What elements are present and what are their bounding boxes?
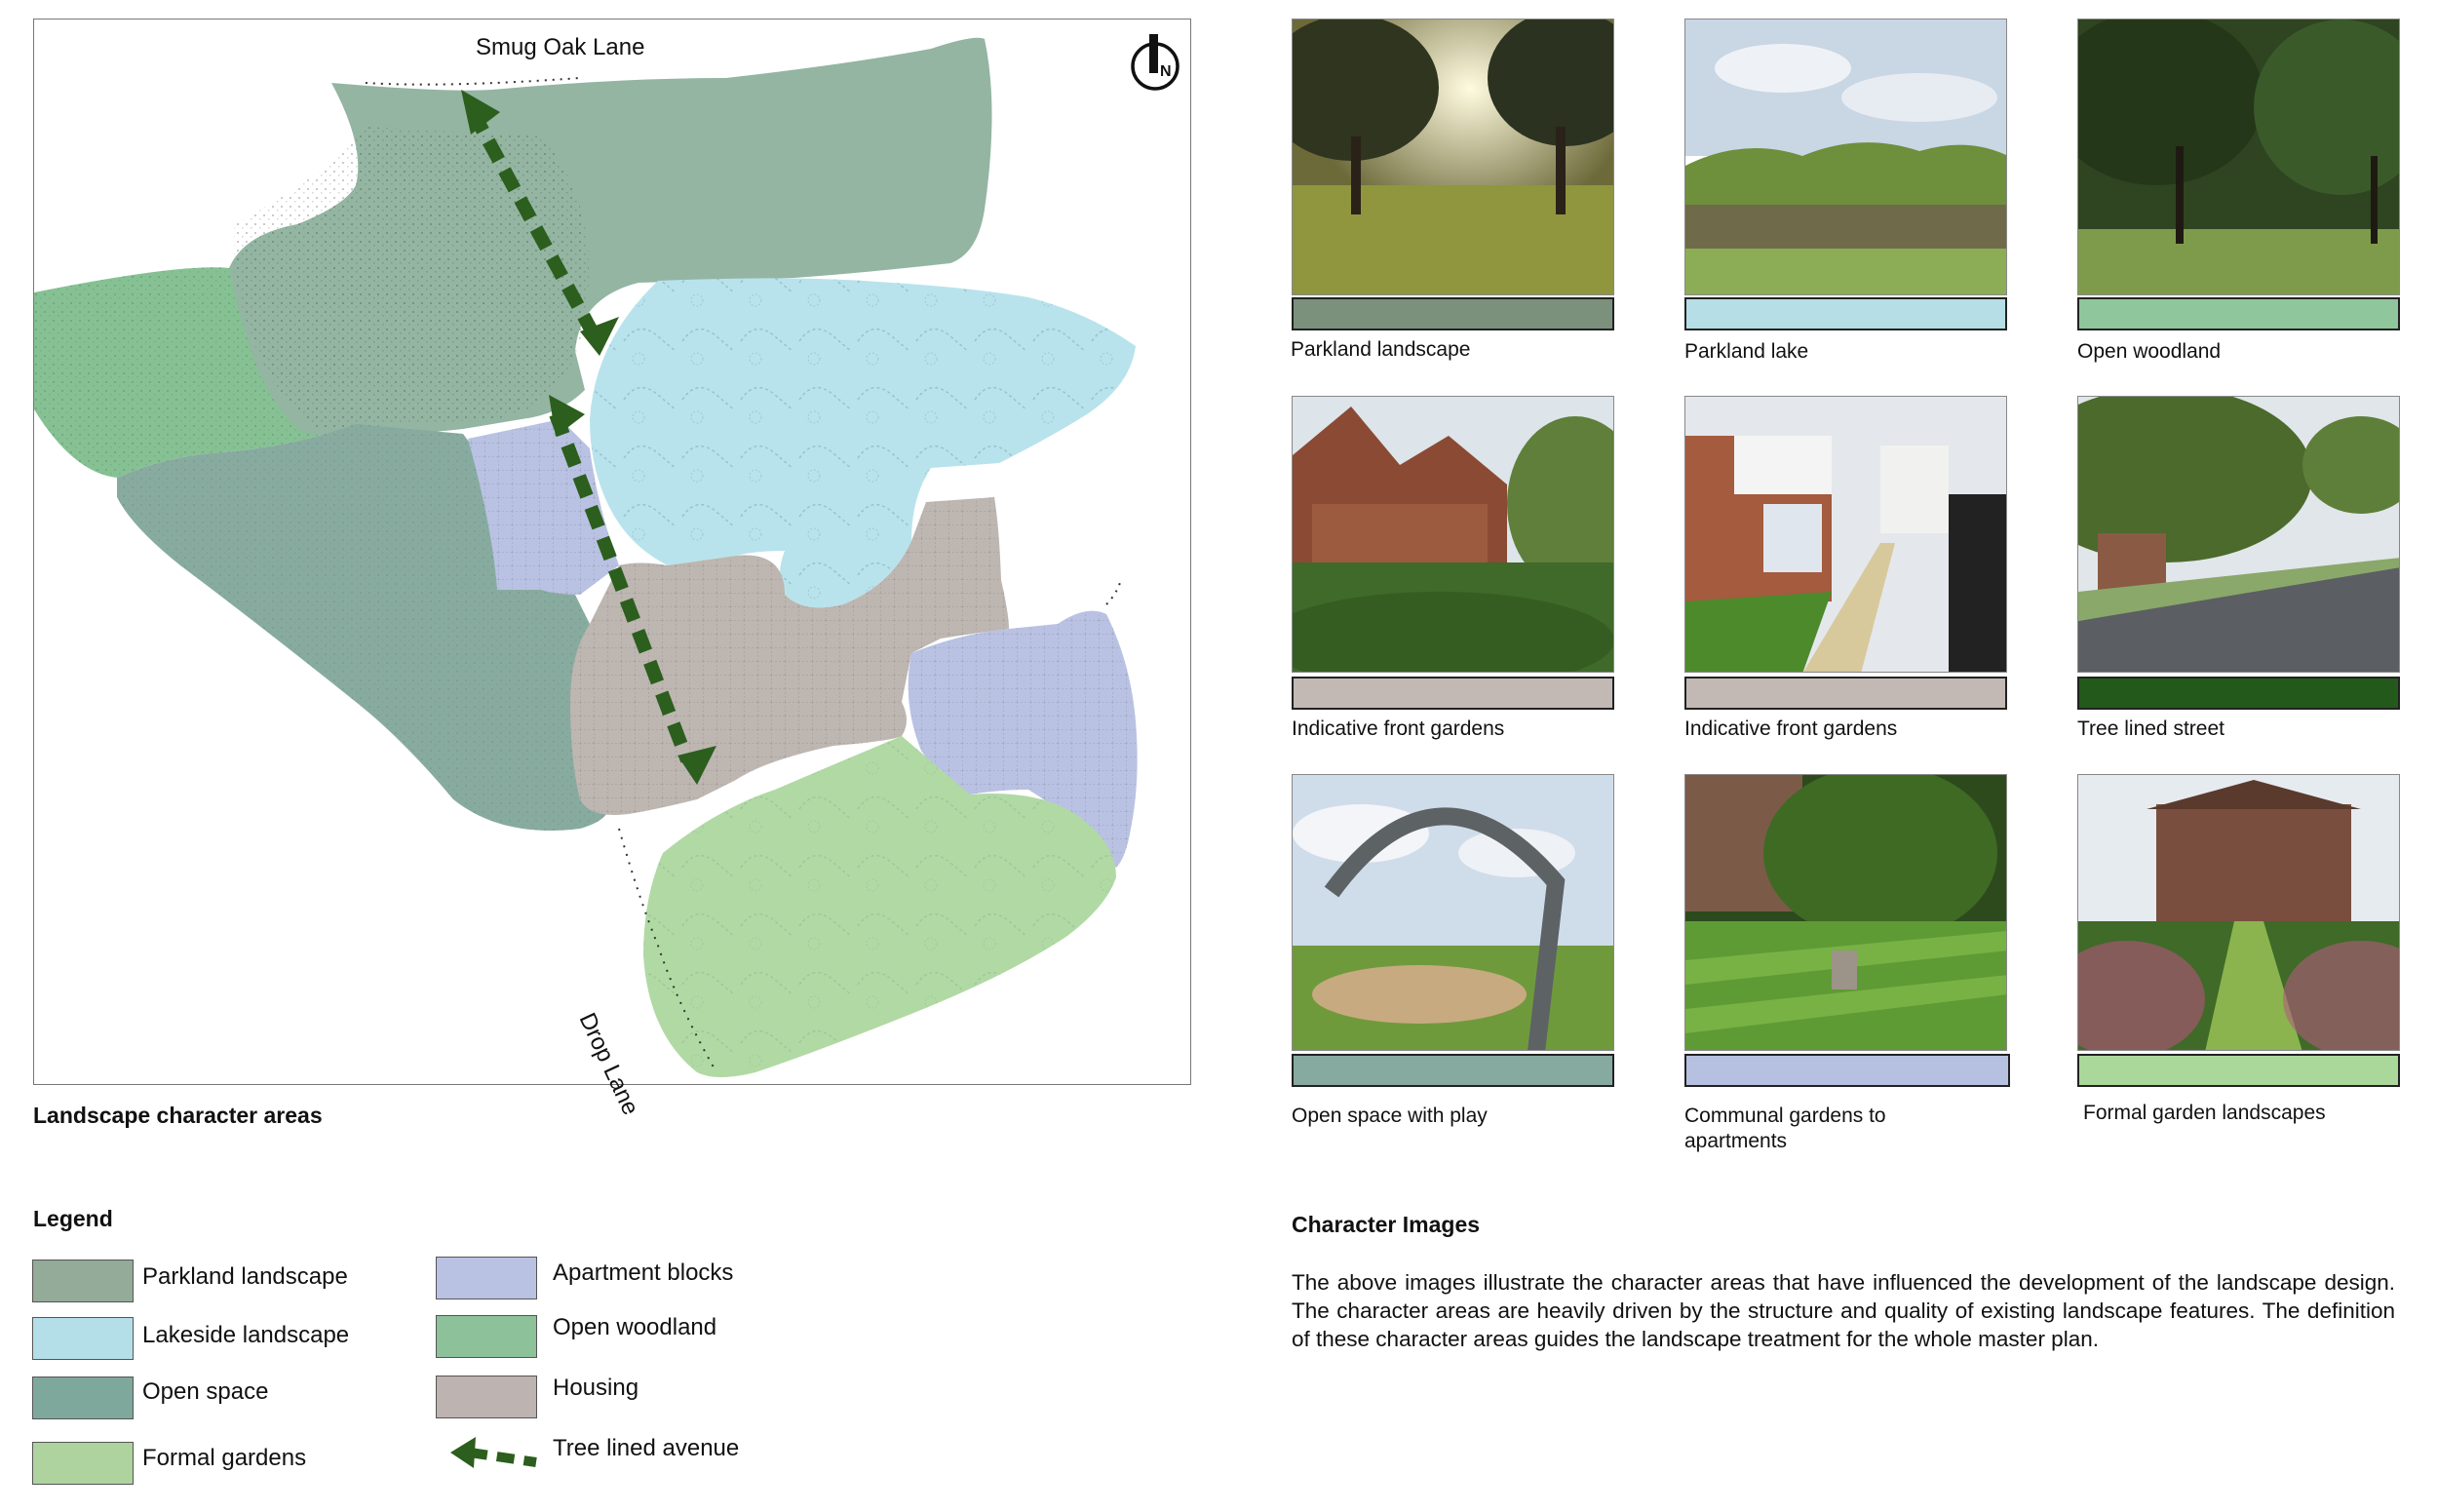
legend-label-apartments: Apartment blocks (553, 1260, 734, 1286)
legend-swatch-lakeside (32, 1317, 134, 1360)
legend-label-housing: Housing (553, 1375, 639, 1401)
photo-caption-front-gardens-1: Indicative front gardens (1292, 717, 1505, 740)
legend-label-avenue: Tree lined avenue (553, 1435, 740, 1461)
legend-swatch-housing (436, 1376, 537, 1418)
character-images-title: Character Images (1292, 1212, 1481, 1237)
dashed-arrow-icon (450, 1437, 537, 1468)
legend-swatch-formal (32, 1442, 134, 1485)
photo-street (2077, 396, 2400, 673)
photo-formal-garden (2077, 774, 2400, 1051)
photo-caption-woodland: Open woodland (2077, 340, 2222, 363)
photo-lake (1684, 19, 2007, 295)
legend-label-lakeside: Lakeside landscape (142, 1322, 350, 1348)
legend-title: Legend (33, 1206, 113, 1231)
color-bar-communal (1684, 1054, 2010, 1087)
color-bar-play (1292, 1054, 1614, 1087)
map-caption: Landscape character areas (33, 1103, 323, 1128)
color-bar-street (2077, 677, 2400, 710)
legend-swatch-apartments (436, 1257, 537, 1299)
color-bar-front-gardens-2 (1684, 677, 2007, 710)
north-letter: N (1160, 63, 1172, 80)
character-area-map: N Smug Oak Lane Drop Lane (33, 19, 1191, 1119)
photo-caption-front-gardens-2: Indicative front gardens (1684, 717, 1898, 740)
photo-caption-play: Open space with play (1292, 1105, 1488, 1127)
legend-swatch-parkland (32, 1260, 134, 1302)
color-bar-parkland (1292, 297, 1614, 330)
legend-label-parkland: Parkland landscape (142, 1263, 348, 1290)
map-drawing: N (34, 34, 1180, 1077)
photo-caption-formal: Formal garden landscapes (2083, 1102, 2326, 1124)
photo-front-path (1684, 396, 2007, 673)
legend-label-formal: Formal gardens (142, 1445, 307, 1471)
photo-parkland (1292, 19, 1614, 295)
legend-swatch-woodland (436, 1315, 537, 1358)
color-bar-woodland (2077, 297, 2400, 330)
photo-woodland (2077, 19, 2400, 295)
character-images-description: The above images illustrate the characte… (1292, 1270, 2395, 1351)
tree-lined-avenue-arrow (461, 90, 716, 785)
color-bar-lake (1684, 297, 2007, 330)
color-bar-formal (2077, 1054, 2400, 1087)
legend-label-open-space: Open space (142, 1378, 269, 1405)
photo-communal-lawn (1684, 774, 2007, 1051)
legend-label-woodland: Open woodland (553, 1314, 717, 1340)
photo-caption-lake: Parkland lake (1684, 340, 1809, 363)
photo-play-area (1292, 774, 1614, 1051)
legend-swatch-open-space (32, 1376, 134, 1419)
photo-caption-parkland: Parkland landscape (1291, 338, 1471, 361)
photo-caption-street: Tree lined street (2077, 717, 2224, 740)
north-arrow-icon: N (1131, 34, 1180, 91)
road-label-north: Smug Oak Lane (476, 34, 645, 60)
photo-caption-communal: Communal gardens to apartments (1684, 1105, 1886, 1152)
photo-front-gardens (1292, 396, 1614, 673)
color-bar-front-gardens-1 (1292, 677, 1614, 710)
